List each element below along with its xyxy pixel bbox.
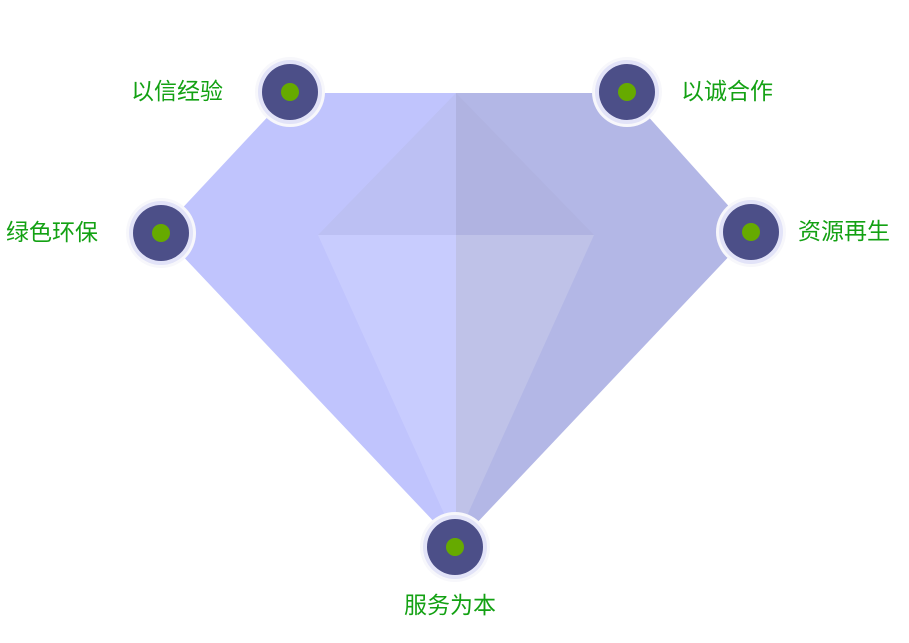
label-honest-cooperation: 以诚合作 [681, 79, 773, 105]
diamond-facet-top-left [318, 93, 456, 235]
diamond-facet-top-right [456, 93, 594, 235]
label-green-environment: 绿色环保 [6, 220, 98, 246]
node-marker [126, 198, 196, 268]
node-dot [742, 223, 760, 241]
node-dot [281, 83, 299, 101]
node-marker [716, 197, 786, 267]
node-marker [255, 57, 325, 127]
diamond-facet-bottom-left [318, 235, 456, 540]
label-service-first: 服务为本 [404, 593, 496, 619]
node-marker [592, 57, 662, 127]
node-dot [618, 83, 636, 101]
node-marker [420, 512, 490, 582]
label-resource-recycling: 资源再生 [798, 219, 890, 245]
diamond-facet-bottom-right [456, 235, 594, 540]
node-dot [152, 224, 170, 242]
label-integrity-experience: 以信经验 [131, 79, 223, 105]
node-dot [446, 538, 464, 556]
